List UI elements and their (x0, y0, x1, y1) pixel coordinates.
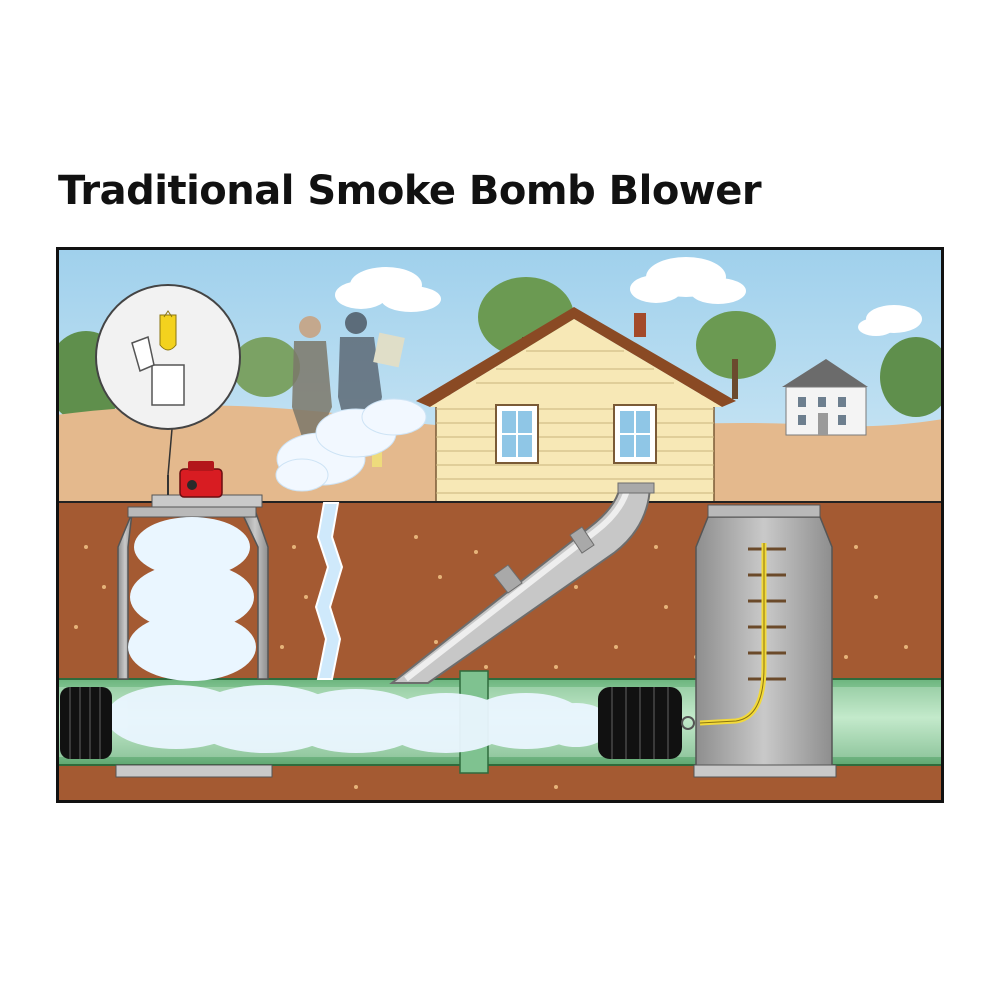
pipe-smoke (106, 685, 612, 753)
pipe-plug-right-icon (598, 687, 695, 759)
pipe-plug-icon (60, 687, 112, 759)
distant-house-icon (782, 359, 868, 436)
house-window-left (495, 404, 539, 464)
sewer-smoke-testing-illustration (56, 247, 944, 803)
manhole-ladder (748, 547, 786, 681)
smoke-crack-leak (314, 502, 344, 680)
manhole-right-icon (693, 504, 837, 778)
lateral-pipe (389, 482, 655, 684)
surface-smoke-plume (275, 398, 427, 492)
house-icon (416, 307, 736, 504)
manhole-left-icon (115, 506, 273, 778)
diagram-title: Traditional Smoke Bomb Blower (58, 168, 762, 214)
house-window-right (613, 404, 657, 464)
clouds (335, 257, 922, 336)
smoke-bomb-inset-icon (95, 284, 241, 476)
background-trees (56, 277, 944, 423)
blower-icon (151, 461, 263, 508)
